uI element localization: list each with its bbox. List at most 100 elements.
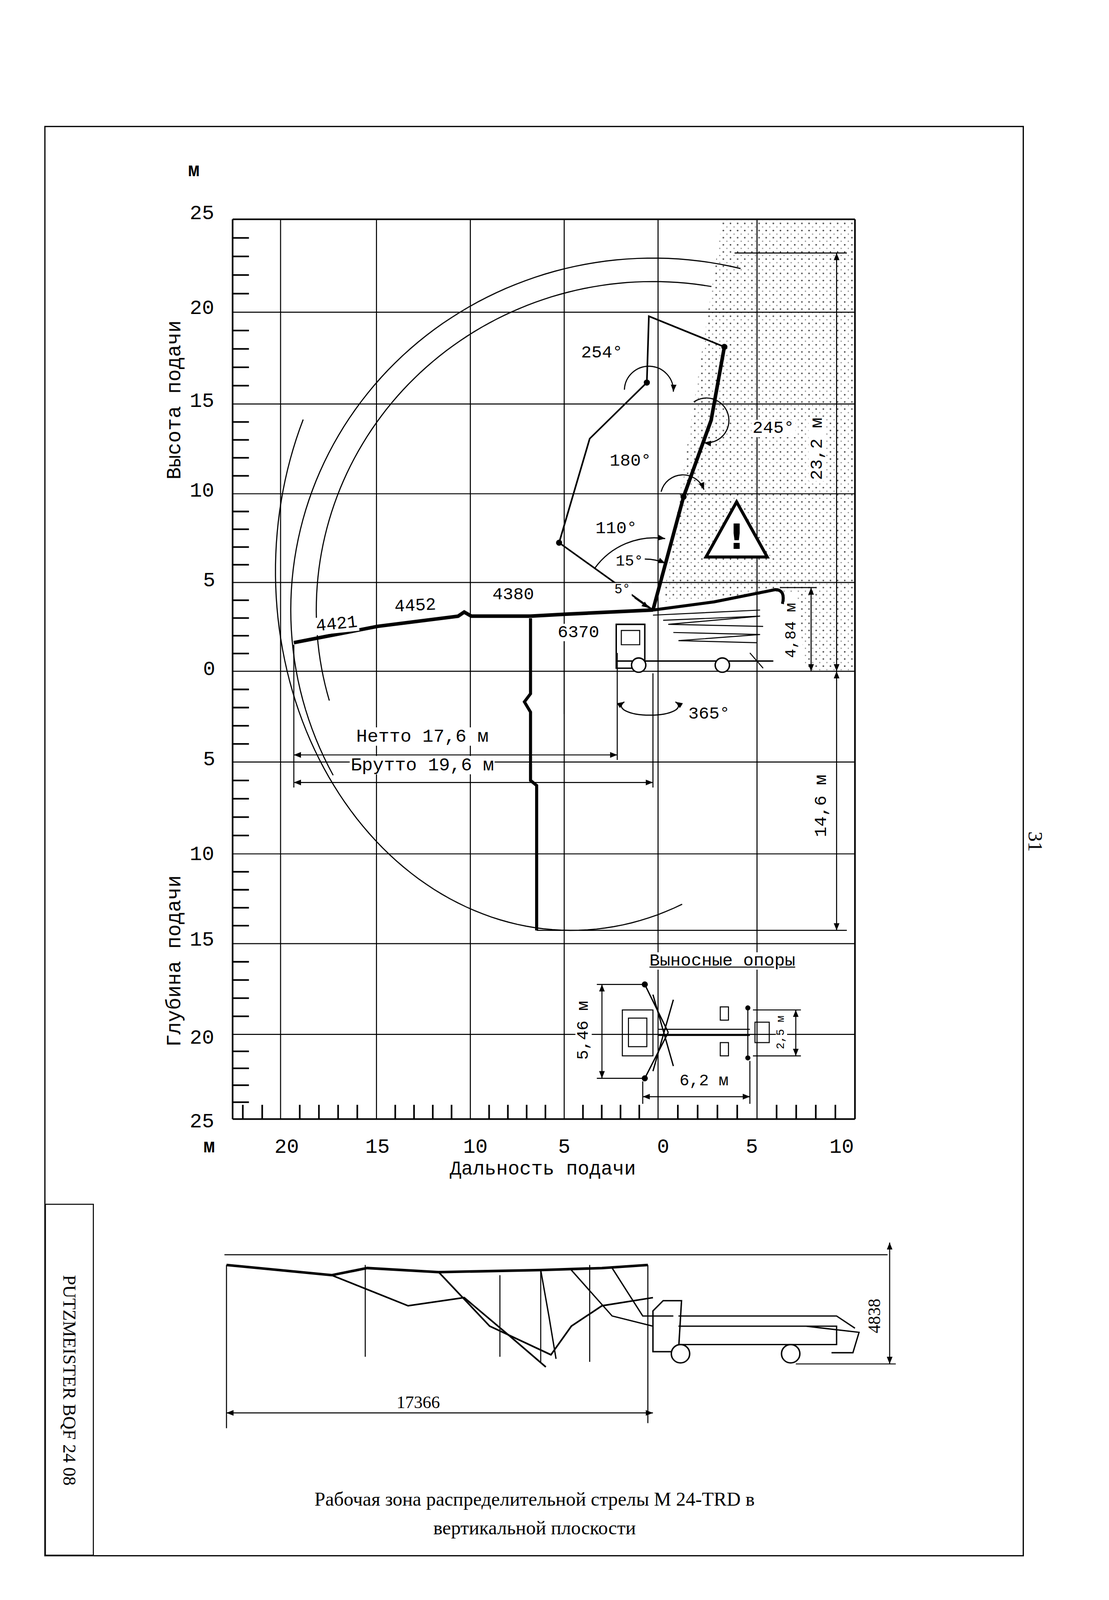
axis-tick xyxy=(232,528,249,531)
chart-label: Выносные опоры xyxy=(648,952,797,970)
axis-tick xyxy=(232,834,249,837)
axis-tick xyxy=(431,1104,434,1120)
outrigger-plan xyxy=(644,984,674,1079)
outrigger-plan xyxy=(745,1055,751,1060)
chart-label: 15 xyxy=(364,1137,391,1159)
axis-tick xyxy=(582,1104,585,1120)
dimension-line xyxy=(293,782,654,783)
chart-label: 20 xyxy=(188,298,216,320)
chart-label: 5 xyxy=(556,1137,572,1159)
axis-tick xyxy=(525,1104,528,1120)
chart-label: 6370 xyxy=(556,623,601,642)
side-label-text: PUTZMEISTER BQF 24 08 xyxy=(60,1274,79,1486)
axis-tick xyxy=(450,1104,453,1120)
axis-tick xyxy=(696,1104,699,1120)
chart-label: Брутто 19,6 м xyxy=(349,756,495,775)
axis-tick xyxy=(232,366,249,369)
outrigger-plan xyxy=(597,984,646,1079)
axis-tick xyxy=(232,421,249,424)
chart-label: Высота подачи xyxy=(165,319,186,481)
truck xyxy=(653,609,764,669)
axis-tick xyxy=(241,1104,244,1120)
axis-tick xyxy=(394,1104,397,1120)
boom-side-view xyxy=(889,1242,891,1365)
axis-tick xyxy=(544,1104,547,1120)
outrigger-plan xyxy=(745,1005,751,1011)
axis-tick xyxy=(677,1104,679,1120)
truck xyxy=(631,658,647,673)
grid-line xyxy=(232,582,856,584)
chart-label: 6,2 м xyxy=(678,1073,730,1090)
axis-tick xyxy=(232,871,249,874)
axis-tick xyxy=(232,1050,249,1053)
axis-tick xyxy=(619,1104,622,1120)
chart-label: 10 xyxy=(462,1137,489,1159)
chart-label: Глубина подачи xyxy=(165,874,186,1048)
boom-side-view xyxy=(653,1300,682,1352)
axis-tick xyxy=(232,816,249,819)
grid-line xyxy=(232,943,856,945)
axis-tick xyxy=(814,1104,817,1120)
axis-tick xyxy=(232,906,249,909)
boom-line xyxy=(556,540,562,546)
danger-zone xyxy=(663,220,855,671)
dimension-line xyxy=(536,252,847,931)
figure-caption: Рабочая зона распределительной стрелы M … xyxy=(289,1485,780,1542)
axis-tick xyxy=(232,888,249,891)
boom-line xyxy=(293,609,654,643)
chart-label: 5° xyxy=(613,583,632,597)
chart-label: 0 xyxy=(655,1137,671,1159)
axis-tick xyxy=(834,1104,837,1120)
chart-label: 4452 xyxy=(393,596,438,616)
axis-tick xyxy=(232,348,249,351)
chart-label: 10 xyxy=(188,481,216,502)
chart-label: 5 xyxy=(744,1137,759,1159)
outrigger-plan xyxy=(642,981,648,987)
axis-tick xyxy=(232,706,249,709)
chart-label: Нетто 17,6 м xyxy=(355,727,490,746)
axis-tick xyxy=(232,743,249,746)
chart-label: 254° xyxy=(579,344,624,363)
angle-arc xyxy=(693,398,729,444)
angle-arc xyxy=(621,702,679,716)
axis-tick xyxy=(232,688,249,691)
axis-tick xyxy=(232,798,249,801)
boom-line xyxy=(721,344,728,350)
chart-label: м xyxy=(202,1138,216,1158)
axis-tick xyxy=(232,961,249,963)
chart-label: 245° xyxy=(751,419,795,438)
boom-side-view xyxy=(678,1316,859,1353)
outrigger-plan xyxy=(720,1042,729,1057)
boom-line xyxy=(524,618,537,931)
boom-side-view xyxy=(226,1412,654,1414)
axis-tick xyxy=(232,438,249,441)
outrigger-plan xyxy=(720,1006,729,1021)
grid-line xyxy=(657,219,659,1120)
dimension-line xyxy=(810,587,812,672)
chart-label: 10 xyxy=(828,1137,855,1159)
reach-arc xyxy=(275,258,741,931)
outrigger-plan xyxy=(597,981,801,1104)
axis-tick xyxy=(232,924,249,927)
chart-label: 110° xyxy=(594,519,638,538)
axis-tick xyxy=(318,1104,321,1120)
chart-label: 15 xyxy=(188,391,216,413)
chart-label: 5 xyxy=(202,749,217,771)
dimension-line xyxy=(293,644,654,788)
angle-arc xyxy=(594,366,729,716)
boom-side-view xyxy=(224,1242,896,1429)
chart-label: 365° xyxy=(687,705,731,723)
axis-tick xyxy=(232,384,249,387)
axis-tick xyxy=(795,1104,798,1120)
axis-tick xyxy=(232,997,249,1000)
boom-side-view xyxy=(226,1265,648,1276)
chart-label: 180° xyxy=(608,452,653,470)
boom-line xyxy=(681,494,687,500)
chart-label: 0 xyxy=(202,659,217,681)
angle-arc xyxy=(634,597,649,609)
chart-label: 4380 xyxy=(491,585,535,604)
chart-grid xyxy=(232,219,856,1120)
side-label-box: PUTZMEISTER BQF 24 08 xyxy=(44,1203,94,1556)
chart-label: 4,84 м xyxy=(783,602,800,660)
